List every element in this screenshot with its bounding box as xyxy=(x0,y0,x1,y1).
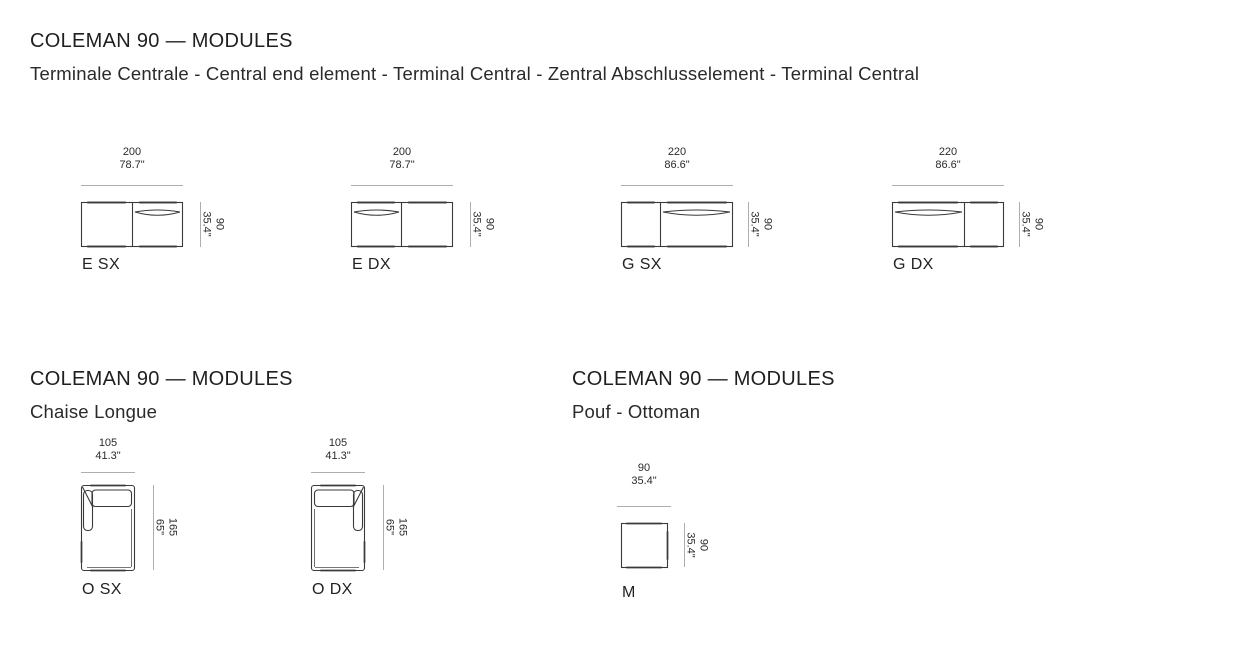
depth-inches: 35.4" xyxy=(749,211,761,237)
depth-cm: 165 xyxy=(396,517,409,537)
width-dimension-line xyxy=(311,472,365,473)
module-code: O SX xyxy=(82,581,122,598)
width-cm: 220 xyxy=(938,146,958,158)
width-cm: 105 xyxy=(328,437,348,449)
depth-dimension: 165 65" xyxy=(384,518,409,536)
depth-dimension-line xyxy=(200,202,201,247)
depth-inches: 35.4" xyxy=(1020,211,1032,237)
depth-dimension-line xyxy=(684,523,685,567)
depth-dimension: 90 35.4" xyxy=(749,211,774,236)
module-code: E DX xyxy=(352,256,391,273)
section-subtitle: Terminale Centrale - Central end element… xyxy=(30,63,920,84)
width-dimension-line xyxy=(81,472,135,473)
depth-dimension: 90 35.4" xyxy=(471,211,496,236)
figure-e-dx: 200 78.7" 90 35.4" xyxy=(350,146,521,286)
depth-dimension-line xyxy=(382,485,384,570)
sofa-module-drawing-g-sx xyxy=(620,200,733,248)
section-subtitle: Pouf - Ottoman xyxy=(572,401,701,422)
width-inches: 86.6" xyxy=(664,159,690,171)
depth-dimension-line xyxy=(470,202,471,247)
width-dimension: 200 78.7" xyxy=(351,146,453,172)
depth-cm: 90 xyxy=(483,217,496,231)
width-inches: 35.4" xyxy=(631,475,657,487)
width-inches: 78.7" xyxy=(119,159,145,171)
section-title: COLEMAN 90 — MODULES xyxy=(30,368,293,390)
width-dimension: 105 41.3" xyxy=(81,437,135,463)
width-inches: 41.3" xyxy=(95,450,121,462)
figure-g-sx: 220 86.6" 90 35.4" G SX xyxy=(620,146,801,286)
depth-inches: 65" xyxy=(384,518,396,536)
width-cm: 220 xyxy=(667,146,687,158)
width-inches: 86.6" xyxy=(935,159,961,171)
figure-o-dx: 105 41.3" xyxy=(310,437,431,612)
depth-dimension: 90 35.4" xyxy=(685,532,710,557)
depth-inches: 35.4" xyxy=(685,532,697,558)
sofa-module-drawing-e-sx xyxy=(80,200,183,248)
pouf-drawing-m xyxy=(620,521,669,569)
width-cm: 90 xyxy=(637,462,651,474)
module-code: M xyxy=(622,584,636,601)
depth-dimension: 90 35.4" xyxy=(201,211,226,236)
width-dimension-line xyxy=(892,185,1004,186)
module-code: O DX xyxy=(312,581,353,598)
width-inches: 78.7" xyxy=(389,159,415,171)
width-inches: 41.3" xyxy=(325,450,351,462)
width-dimension-line xyxy=(81,185,183,186)
module-code: G DX xyxy=(893,256,934,273)
depth-dimension-line xyxy=(152,485,154,570)
depth-dimension-line xyxy=(1019,202,1020,247)
sofa-module-drawing-e-dx xyxy=(350,200,453,248)
width-dimension-line xyxy=(617,506,671,507)
depth-cm: 90 xyxy=(761,217,774,231)
depth-dimension-line xyxy=(748,202,749,247)
chaise-longue-drawing-o-dx xyxy=(310,483,366,572)
width-dimension: 220 86.6" xyxy=(892,146,1004,172)
section-pouf-header: COLEMAN 90 — MODULES Pouf - Ottoman xyxy=(572,368,835,423)
width-cm: 200 xyxy=(122,146,142,158)
depth-inches: 35.4" xyxy=(471,211,483,237)
depth-dimension: 165 65" xyxy=(154,518,179,536)
width-dimension: 220 86.6" xyxy=(621,146,733,172)
width-dimension: 200 78.7" xyxy=(81,146,183,172)
width-dimension: 90 35.4" xyxy=(617,462,671,488)
section-title: COLEMAN 90 — MODULES xyxy=(30,30,293,52)
width-cm: 105 xyxy=(98,437,118,449)
chaise-longue-drawing-o-sx xyxy=(79,483,135,572)
sofa-module-drawing-g-dx xyxy=(891,200,1004,248)
width-cm: 200 xyxy=(392,146,412,158)
section-terminale-header: COLEMAN 90 — MODULES Terminale Centrale … xyxy=(30,30,919,85)
module-code: G SX xyxy=(622,256,662,273)
depth-cm: 90 xyxy=(1032,217,1045,231)
width-dimension-line xyxy=(351,185,453,186)
figure-o-sx: 105 41.3" 165 65" xyxy=(79,437,201,612)
module-code: E SX xyxy=(82,256,121,273)
figure-e-sx: 200 78.7" 90 35.4" E SX xyxy=(80,146,251,286)
depth-dimension: 90 35.4" xyxy=(1020,211,1045,236)
section-chaise-header: COLEMAN 90 — MODULES Chaise Longue xyxy=(30,368,293,423)
width-dimension-line xyxy=(621,185,733,186)
figure-g-dx: 220 86.6" 90 35.4" xyxy=(891,146,1072,286)
depth-cm: 165 xyxy=(166,517,179,537)
depth-inches: 65" xyxy=(154,518,166,536)
depth-inches: 35.4" xyxy=(201,211,213,237)
section-title: COLEMAN 90 — MODULES xyxy=(572,368,835,390)
width-dimension: 105 41.3" xyxy=(311,437,365,463)
depth-cm: 90 xyxy=(213,217,226,231)
figure-m: 90 35.4" 90 35.4" M xyxy=(617,462,741,612)
section-subtitle: Chaise Longue xyxy=(30,401,158,422)
depth-cm: 90 xyxy=(697,538,710,552)
